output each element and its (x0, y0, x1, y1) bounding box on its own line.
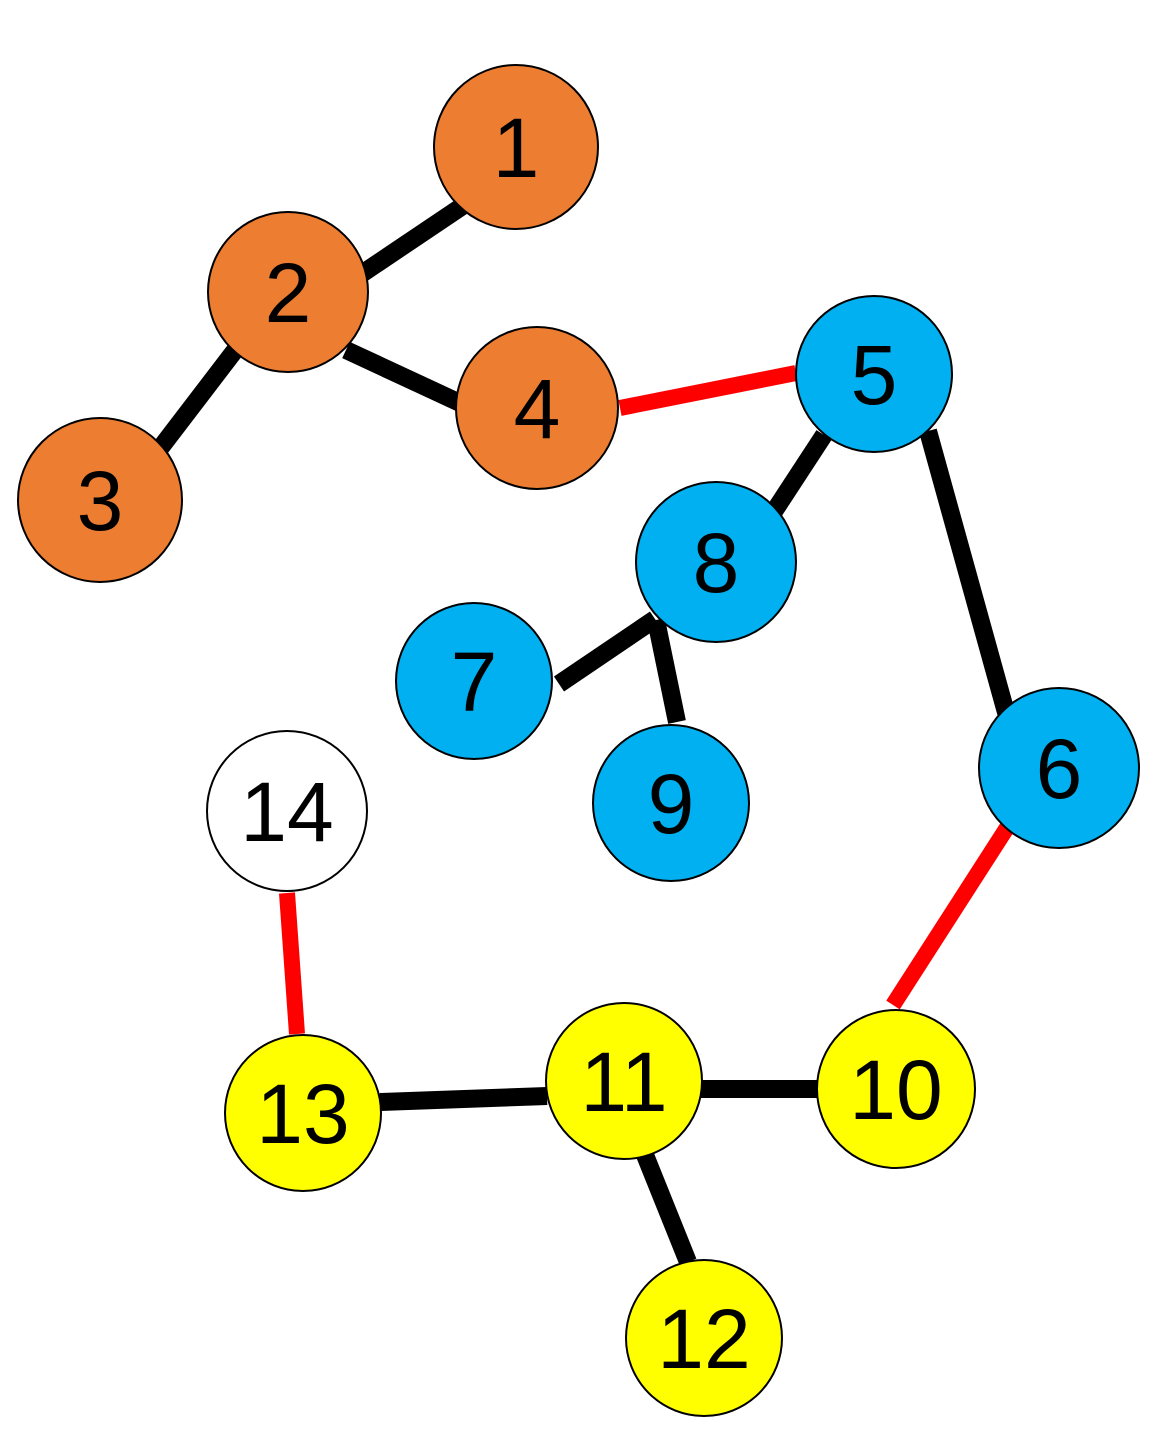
node-3-circle (17, 417, 183, 583)
edge-1-2 (354, 193, 476, 283)
edge-13-14 (279, 892, 305, 1035)
node-7-circle (395, 602, 553, 760)
node-11-circle (545, 1002, 703, 1160)
node-5-circle (795, 295, 953, 453)
node-8: 8 (635, 481, 797, 643)
edge-11-12 (636, 1151, 697, 1266)
node-2-label: 2 (265, 246, 312, 340)
node-14: 14 (206, 730, 368, 892)
node-10-circle (816, 1009, 976, 1169)
node-14-circle (206, 730, 368, 892)
node-10-label: 10 (849, 1043, 942, 1137)
node-6-label: 6 (1036, 722, 1083, 816)
edges-layer (147, 193, 1017, 1266)
node-6-circle (978, 687, 1140, 849)
node-5-label: 5 (851, 328, 898, 422)
node-13: 13 (224, 1034, 382, 1192)
edge-6-10 (886, 818, 1017, 1010)
node-1-label: 1 (493, 101, 540, 195)
node-13-label: 13 (256, 1067, 349, 1161)
edge-4-5 (618, 365, 798, 416)
edge-5-6 (919, 428, 1016, 719)
edge-5-8 (765, 430, 832, 518)
node-1-circle (433, 64, 599, 230)
node-4: 4 (455, 326, 619, 490)
node-14-label: 14 (240, 765, 333, 859)
node-10: 10 (816, 1009, 976, 1169)
node-13-circle (224, 1034, 382, 1192)
node-1: 1 (433, 64, 599, 230)
node-8-label: 8 (693, 516, 740, 610)
node-9-label: 9 (648, 757, 695, 851)
edge-11-13 (379, 1087, 548, 1111)
node-3-label: 3 (77, 454, 124, 548)
edge-8-9 (647, 618, 686, 724)
node-12-circle (625, 1259, 783, 1417)
node-9-circle (592, 724, 750, 882)
node-12-label: 12 (657, 1292, 750, 1386)
node-2: 2 (207, 211, 369, 373)
edge-2-3 (147, 343, 244, 461)
node-5: 5 (795, 295, 953, 453)
node-4-circle (455, 326, 619, 490)
node-7: 7 (395, 602, 553, 760)
node-8-circle (635, 481, 797, 643)
edge-8-7 (553, 611, 661, 692)
node-7-label: 7 (451, 635, 498, 729)
node-9: 9 (592, 724, 750, 882)
node-2-circle (207, 211, 369, 373)
edge-2-4 (342, 341, 464, 412)
node-4-label: 4 (514, 362, 561, 456)
node-11-label: 11 (580, 1035, 667, 1129)
node-12: 12 (625, 1259, 783, 1417)
node-3: 3 (17, 417, 183, 583)
node-11: 11 (545, 1002, 703, 1160)
node-6: 6 (978, 687, 1140, 849)
